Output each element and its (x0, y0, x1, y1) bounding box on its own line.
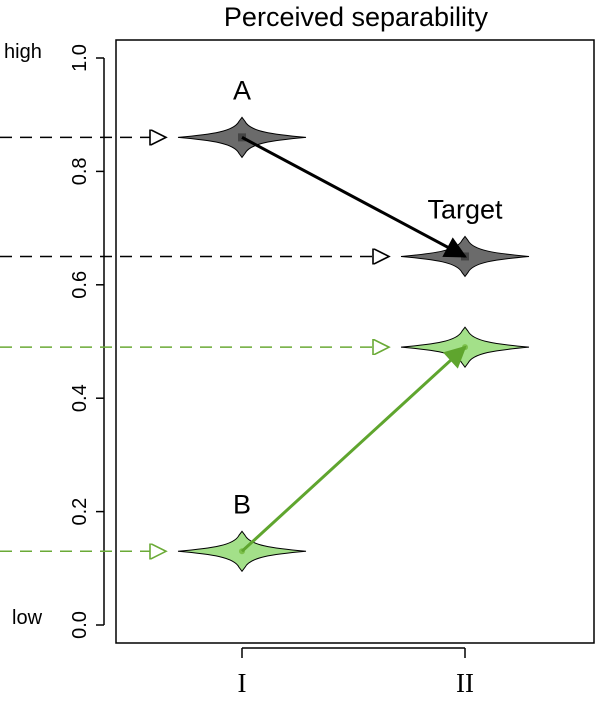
y-tick-label: 0.0 (69, 611, 91, 639)
y-tick-label: 1.0 (69, 44, 91, 72)
y-high-label: high (4, 41, 42, 63)
y-low-label: low (12, 607, 43, 629)
x-tick-label: II (456, 668, 474, 698)
point-label: B (233, 489, 251, 519)
guide-lines (0, 137, 389, 551)
trend-arrow (240, 345, 467, 553)
trend-arrows (240, 136, 467, 553)
x-tick-label: I (238, 668, 247, 698)
y-tick-label: 0.8 (69, 157, 91, 185)
y-tick-label: 0.4 (69, 384, 91, 412)
y-axis: 0.0 0.2 0.4 0.6 0.8 1.0 (69, 44, 105, 639)
point-label: Target (427, 194, 503, 224)
violins (177, 116, 530, 573)
y-tick-label: 0.6 (69, 271, 91, 299)
trend-arrow (241, 136, 467, 258)
plot-frame (115, 39, 595, 644)
point-label: A (233, 75, 251, 105)
y-tick-label: 0.2 (69, 498, 91, 526)
chart-title: Perceived separability (224, 2, 489, 32)
